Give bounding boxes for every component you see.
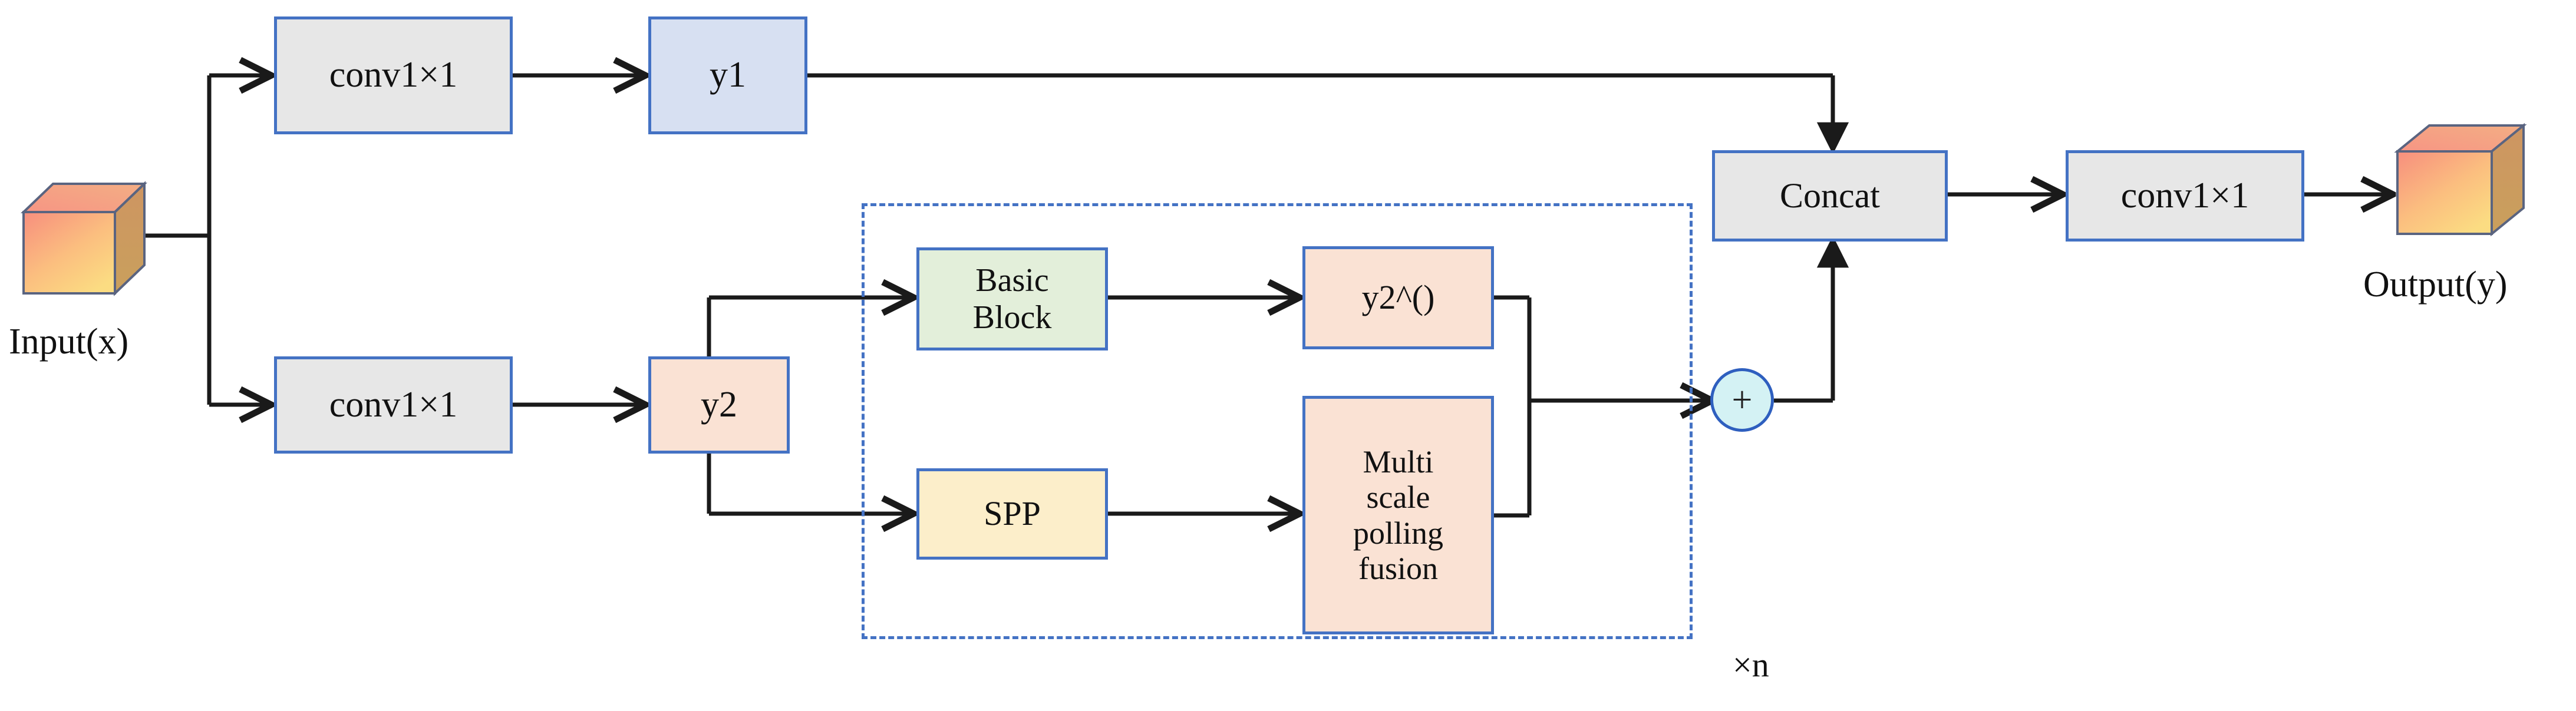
repeat-count-label: ×n <box>1733 646 1769 684</box>
y2-hat-box[interactable]: y2^() <box>1302 246 1494 349</box>
y2-box[interactable]: y2 <box>648 356 790 454</box>
conv-out-label: conv1×1 <box>2120 175 2250 216</box>
basic-block-box[interactable]: Basic Block <box>916 247 1108 350</box>
concat-box[interactable]: Concat <box>1712 150 1948 242</box>
input-cube <box>18 177 147 300</box>
basic-block-label: Basic Block <box>972 262 1052 336</box>
conv-out-box[interactable]: conv1×1 <box>2066 150 2304 242</box>
spp-box[interactable]: SPP <box>916 468 1108 560</box>
repeat-group-dashed-box <box>862 203 1693 639</box>
add-label: + <box>1731 379 1753 420</box>
msp-fusion-label: Multi scale polling fusion <box>1353 444 1443 586</box>
conv-top-box[interactable]: conv1×1 <box>274 16 513 134</box>
msp-fusion-box[interactable]: Multi scale polling fusion <box>1302 396 1494 634</box>
spp-label: SPP <box>984 494 1041 533</box>
y2-hat-label: y2^() <box>1361 278 1435 317</box>
y1-box[interactable]: y1 <box>648 16 807 134</box>
conv-top-label: conv1×1 <box>329 55 458 95</box>
input-label: Input(x) <box>9 322 129 362</box>
y1-label: y1 <box>710 55 746 95</box>
add-node[interactable]: + <box>1710 368 1774 432</box>
conv-bottom-label: conv1×1 <box>329 384 458 425</box>
y2-label: y2 <box>701 384 737 425</box>
concat-label: Concat <box>1780 176 1880 215</box>
conv-bottom-box[interactable]: conv1×1 <box>274 356 513 454</box>
output-cube <box>2393 121 2528 256</box>
output-label: Output(y) <box>2363 264 2508 305</box>
